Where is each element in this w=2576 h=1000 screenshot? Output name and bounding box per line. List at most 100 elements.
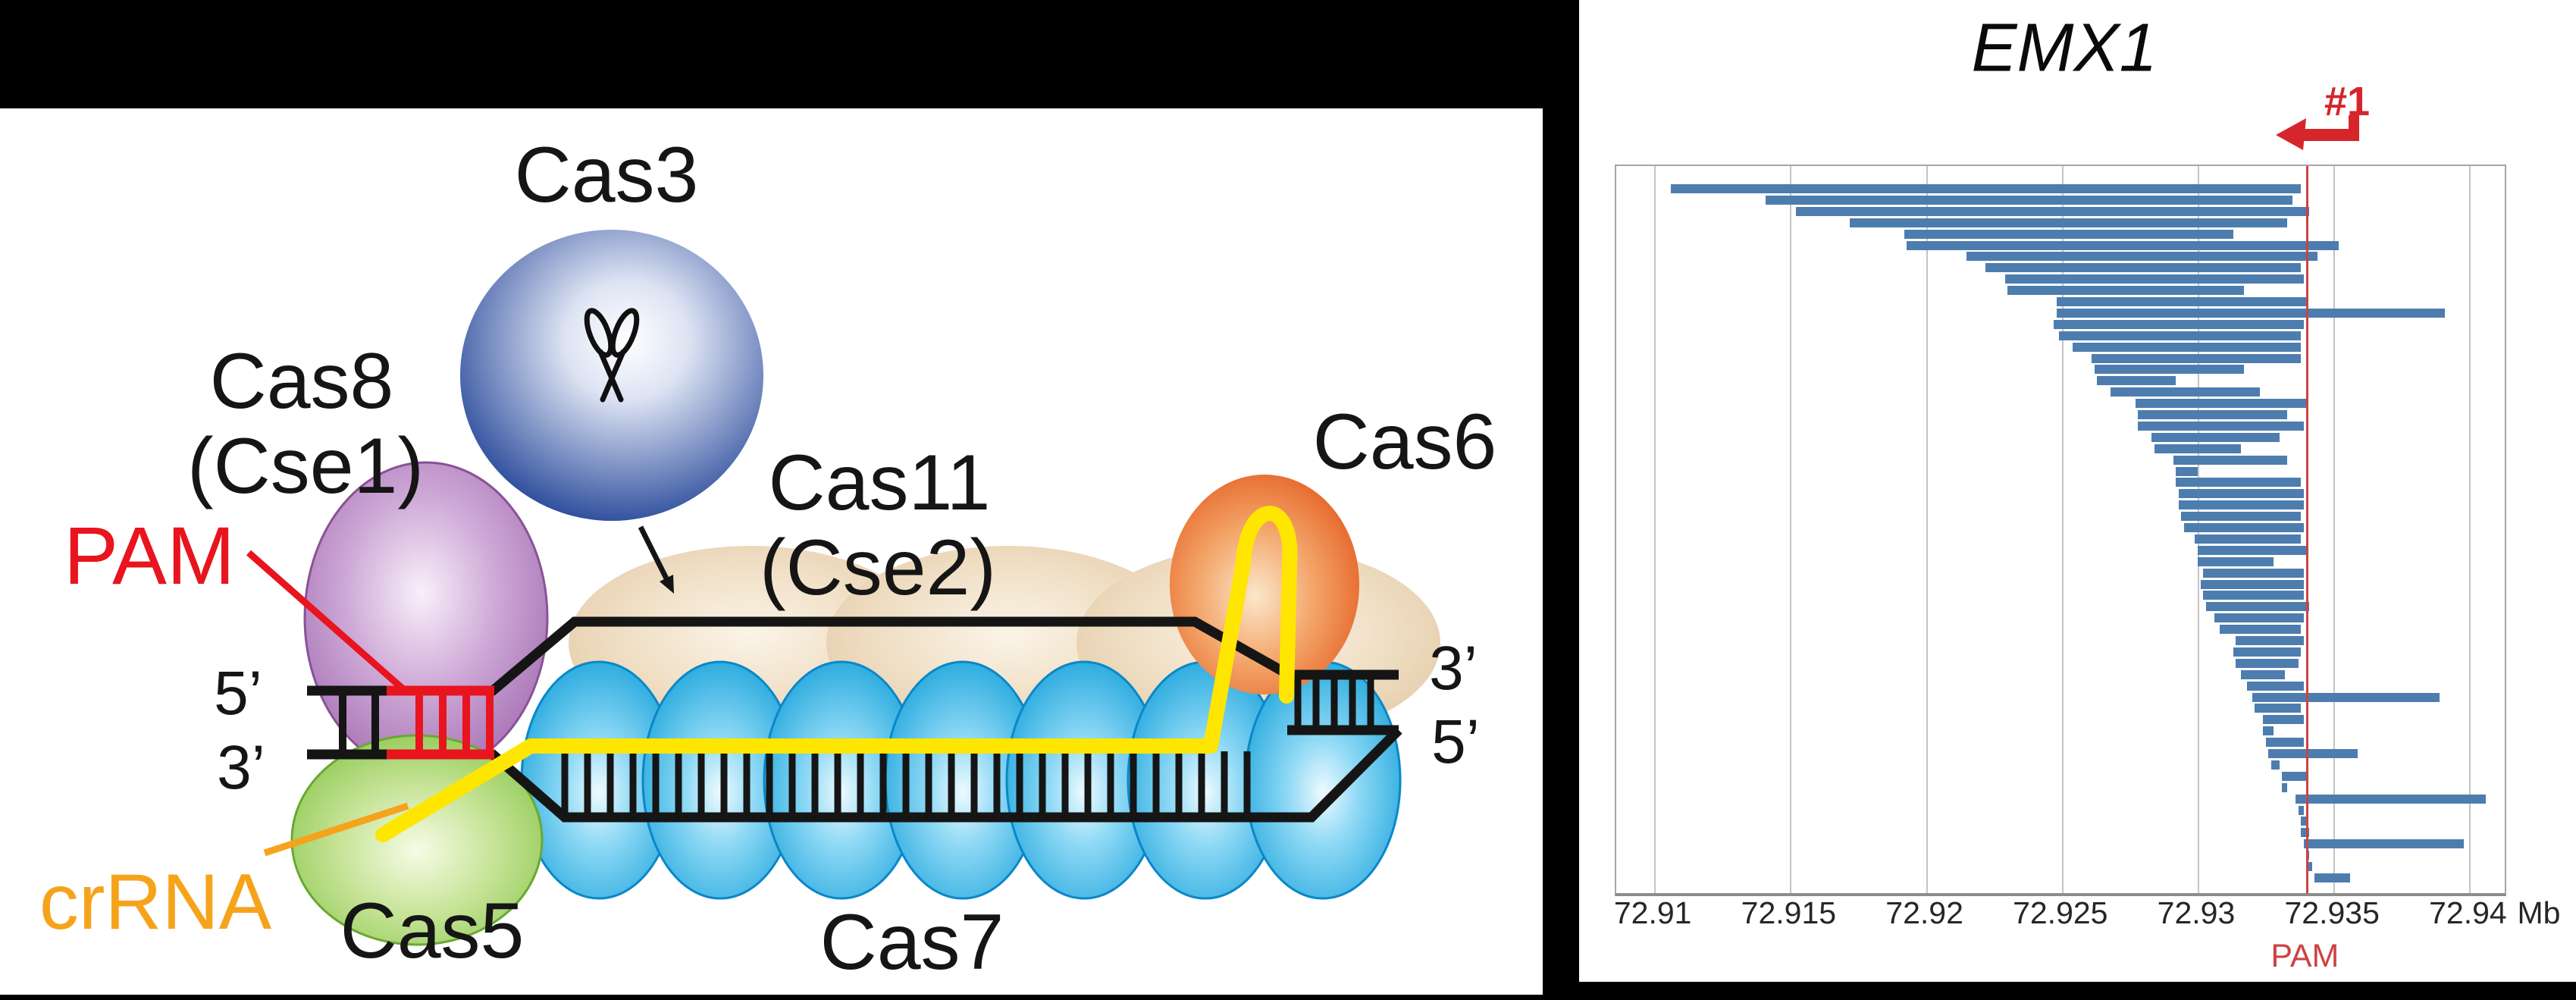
deletion-bar	[2178, 500, 2304, 510]
deletion-bar	[2135, 399, 2307, 409]
gridline	[2333, 166, 2336, 893]
x-tick-label: 72.94	[2429, 895, 2507, 930]
x-tick-label: 72.93	[2157, 895, 2236, 930]
x-tick-label: 72.925	[2013, 895, 2108, 930]
gridline	[2469, 166, 2471, 893]
deletion-bar	[2268, 749, 2358, 758]
three-prime-left-label: 3’	[217, 733, 265, 802]
pam-duplex	[387, 685, 494, 760]
chart-pam-label: PAM	[2270, 938, 2339, 974]
deletion-bar	[2181, 512, 2302, 522]
dna-rungs-left	[339, 691, 379, 754]
deletion-bar	[2007, 286, 2244, 296]
pam-position-line	[2306, 166, 2309, 893]
gridline	[2061, 166, 2064, 893]
deletion-bar	[2056, 297, 2307, 306]
axis-unit-label: Mb	[2517, 895, 2561, 930]
three-prime-right-label: 3’	[1429, 634, 1478, 703]
cas3-label: Cas3	[514, 131, 699, 219]
scissors-icon	[584, 308, 640, 403]
gridline	[1790, 166, 1792, 893]
guide-number-label: #1	[2324, 79, 2371, 124]
deletion-bar	[2214, 613, 2304, 623]
deletion-bar	[2004, 274, 2304, 284]
cse2-label: (Cse2)	[759, 524, 997, 612]
deletion-bar	[2056, 308, 2446, 318]
deletion-bar	[2314, 873, 2350, 882]
deletion-bar	[2282, 771, 2307, 781]
deletion-bar	[2282, 782, 2288, 792]
deletion-bar	[2197, 556, 2274, 566]
deletion-bar	[2298, 805, 2304, 815]
deletion-bar	[1966, 252, 2317, 262]
deletion-bar	[2265, 738, 2304, 748]
cascade-diagram	[246, 230, 1440, 946]
deletion-bar	[2059, 331, 2302, 340]
deletion-bar	[2097, 376, 2176, 386]
deletion-bar	[2092, 353, 2302, 363]
deletion-bar	[2094, 365, 2244, 375]
deletion-bar	[2138, 410, 2288, 419]
deletion-bar	[2252, 692, 2440, 702]
emx1-chart-panel: EMX1 #1 72.91 72.915 72.92 72.925 72.93 72.93…	[1579, 0, 2576, 982]
deletion-bar	[2073, 342, 2302, 352]
deletion-bar	[2203, 568, 2304, 578]
cse1-label: (Cse1)	[186, 422, 425, 510]
deletion-bar	[2111, 387, 2261, 397]
deletion-bar	[2151, 432, 2280, 442]
crrna-strand	[375, 506, 1298, 842]
deletion-bar	[2054, 319, 2304, 329]
deletion-bar	[2255, 704, 2302, 713]
x-tick-label: 72.935	[2284, 895, 2380, 930]
deletion-bar	[2184, 523, 2304, 532]
cas7-subunits	[520, 660, 1402, 900]
cas11-label: Cas11	[768, 439, 991, 527]
rna-dna-rungs	[561, 751, 1251, 813]
deletion-bar	[2178, 489, 2304, 499]
cas11-pointer-arrow	[638, 525, 674, 594]
x-tick-label: 72.92	[1885, 895, 1963, 930]
five-prime-left-label: 5’	[214, 659, 262, 728]
deletion-bar	[2176, 478, 2302, 487]
five-prime-right-label: 5’	[1431, 707, 1480, 776]
cas5-label: Cas5	[340, 887, 525, 975]
crrna-callout-line	[263, 802, 409, 857]
deletion-bar	[2195, 534, 2302, 544]
x-tick-label: 72.91	[1613, 895, 1692, 930]
deletion-bar	[2270, 760, 2280, 770]
deletion-bar	[2296, 794, 2486, 804]
gridline	[1926, 166, 1928, 893]
deletion-bar	[1904, 229, 2233, 239]
deletion-bar	[2301, 828, 2309, 838]
crrna-hairpin	[1203, 506, 1298, 754]
crrna-label: crRNA	[39, 858, 272, 946]
x-tick-label: 72.915	[1741, 895, 1837, 930]
deletion-bar	[2241, 669, 2285, 679]
pam-label: PAM	[63, 509, 236, 601]
deletion-bar	[1795, 206, 2309, 216]
cascade-diagram-panel: Cas3 Cas8 (Cse1) PAM 5’ 3’ crRNA Cas5 Ca…	[0, 108, 1543, 995]
deletion-bar	[2246, 681, 2304, 691]
deletion-bar	[2303, 839, 2465, 849]
deletion-bar	[2263, 715, 2304, 725]
dna-rungs-right	[1294, 675, 1374, 730]
deletion-bar	[1907, 240, 2339, 250]
chart-title: EMX1	[1971, 10, 2158, 86]
deletion-bar	[2306, 862, 2312, 871]
gridline	[1654, 166, 1656, 893]
deletion-bar	[2219, 625, 2302, 635]
deletion-bar	[2236, 658, 2299, 668]
deletion-bar	[2301, 817, 2307, 826]
deletion-bar	[1670, 184, 2302, 193]
chart-plot-area	[1615, 165, 2506, 896]
deletion-bar	[2138, 421, 2304, 431]
cas7-label: Cas7	[819, 898, 1004, 986]
deletion-bar	[2176, 466, 2198, 476]
deletion-bar	[1985, 263, 2302, 273]
cas6-label: Cas6	[1312, 398, 1497, 486]
deletion-bar	[2236, 636, 2304, 645]
deletion-bar	[2205, 602, 2309, 612]
deletion-bar	[1766, 195, 2293, 205]
deletion-bar	[2263, 726, 2274, 736]
